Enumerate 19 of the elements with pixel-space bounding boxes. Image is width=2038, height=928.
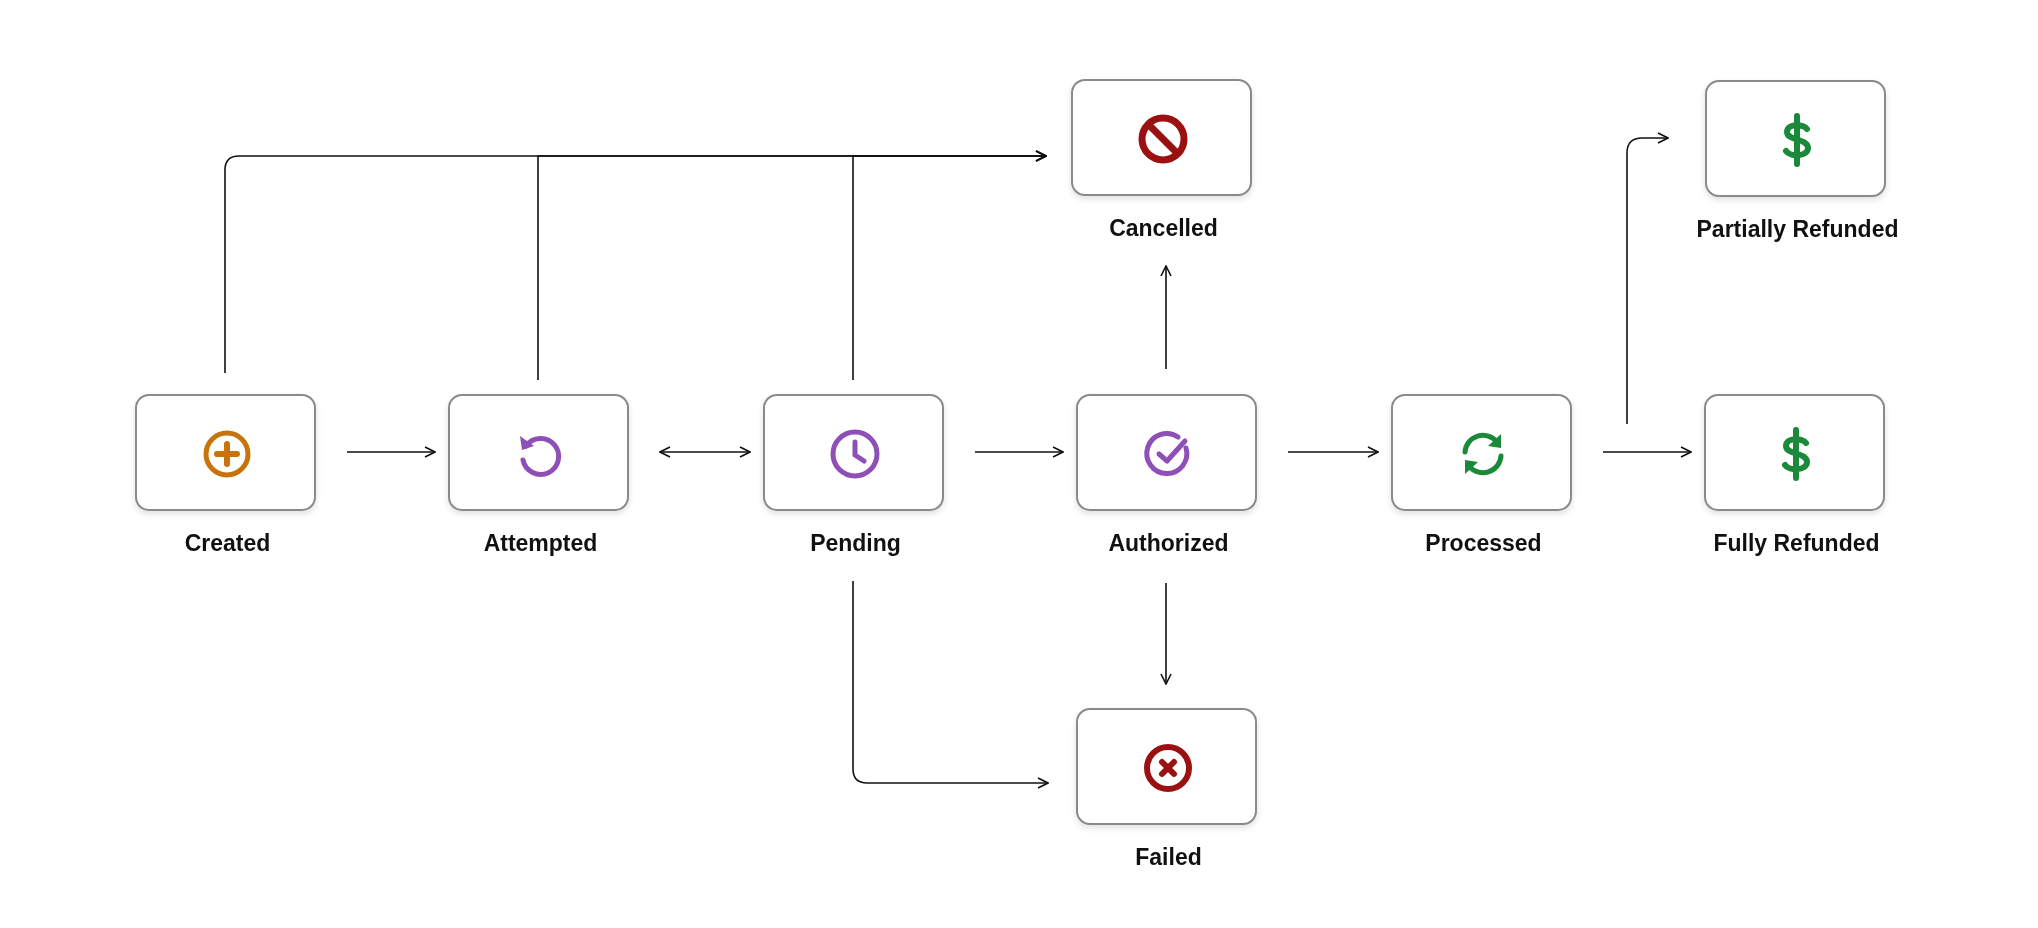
state-label: Cancelled xyxy=(1108,215,1219,242)
state-label: Partially Refunded xyxy=(1695,216,1900,243)
arrow xyxy=(659,446,751,458)
arrow xyxy=(1160,582,1172,685)
state-label: Processed xyxy=(1424,530,1543,557)
state-label: Attempted xyxy=(482,530,599,557)
arrow xyxy=(974,446,1064,458)
state-label: Pending xyxy=(809,530,902,557)
arrow xyxy=(1160,265,1172,370)
state-label: Fully Refunded xyxy=(1712,530,1881,557)
arrow xyxy=(1602,446,1692,458)
arrow xyxy=(852,580,1049,789)
arrow xyxy=(1287,446,1379,458)
arrow xyxy=(346,446,436,458)
arrow xyxy=(1626,132,1669,425)
state-label: Authorized xyxy=(1107,530,1230,557)
arrow xyxy=(852,150,1047,381)
state-label: Created xyxy=(183,530,272,557)
state-label: Failed xyxy=(1134,844,1203,871)
